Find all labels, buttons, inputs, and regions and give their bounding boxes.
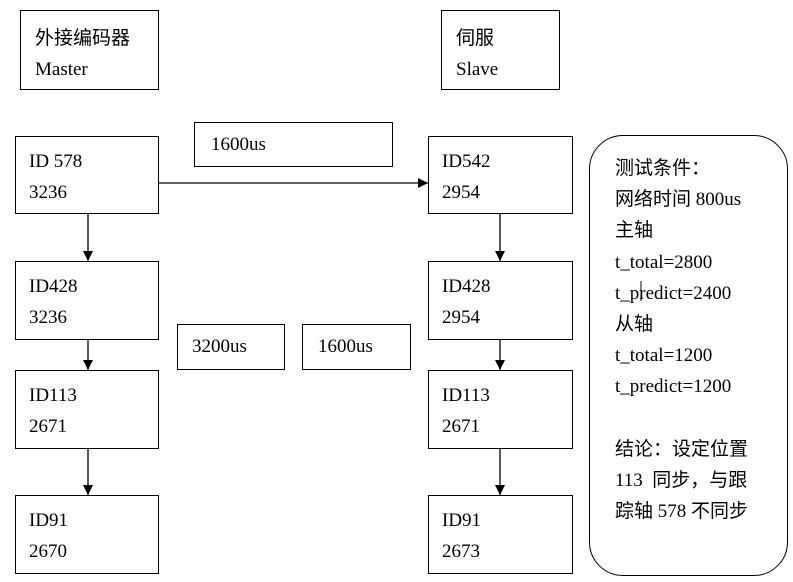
notes-line-2: 网络时间 800us (615, 189, 742, 211)
conclusion-line-2: 113 同步，与跟 (615, 470, 748, 492)
master-node-4-value: 2670 (29, 541, 67, 562)
slave-node-3-id: ID113 (442, 385, 490, 406)
notes-line-7: t_total=1200 (615, 345, 713, 367)
notes-line-5: t_predict=2400 (615, 282, 732, 304)
slave-node-3: ID113 2671 (428, 370, 573, 449)
master-node-3-id: ID113 (29, 385, 77, 406)
delay-middle-right-label: 1600us (318, 336, 373, 357)
notes-line-3: 主轴 (615, 220, 654, 242)
notes-panel: 测试条件： 网络时间 800us 主轴 t_total=2800 t_predi… (589, 135, 788, 576)
master-node-2-id: ID428 (29, 276, 78, 297)
master-header-box: 外接编码器 Master (20, 10, 159, 90)
delay-top: 1600us (194, 122, 393, 167)
delay-top-label: 1600us (211, 134, 266, 155)
notes-line-1: 测试条件： (615, 158, 711, 179)
notes-line-8: t_predict=1200 (615, 376, 732, 398)
master-node-3-value: 2671 (29, 416, 67, 437)
delay-middle-left: 3200us (177, 324, 285, 370)
notes-line-4: t_total=2800 (615, 251, 713, 273)
master-node-2-value: 3236 (29, 307, 67, 328)
delay-middle-right: 1600us (302, 324, 411, 370)
notes-line-6: 从轴 (615, 314, 654, 336)
slave-node-2: ID428 2954 (428, 261, 573, 340)
master-node-1-value: 3236 (29, 182, 67, 203)
delay-middle-left-label: 3200us (192, 336, 247, 357)
master-node-4: ID91 2670 (15, 495, 159, 574)
slave-node-1: ID542 2954 (428, 136, 573, 214)
conclusion-line-1: 结论：设定位置 (615, 438, 749, 460)
master-header-subtitle: Master (35, 59, 88, 80)
master-node-3: ID113 2671 (15, 370, 159, 449)
master-node-2: ID428 3236 (15, 261, 159, 340)
slave-node-4-id: ID91 (442, 510, 482, 531)
master-node-1-id: ID 578 (29, 151, 83, 172)
slave-header-title: 伺服 (456, 28, 495, 49)
slave-node-4: ID91 2673 (428, 495, 573, 574)
master-header-title: 外接编码器 (35, 28, 131, 49)
master-node-4-id: ID91 (29, 510, 69, 531)
slave-header-subtitle: Slave (456, 59, 499, 80)
slave-node-1-value: 2954 (442, 182, 480, 203)
slave-node-2-value: 2954 (442, 307, 480, 328)
slave-node-2-id: ID428 (442, 276, 491, 297)
conclusion-line-3: 踪轴 578 不同步 (615, 501, 749, 523)
slave-header-box: 伺服 Slave (441, 10, 560, 90)
master-node-1: ID 578 3236 (15, 136, 159, 214)
slave-node-4-value: 2673 (442, 541, 480, 562)
slave-node-3-value: 2671 (442, 416, 480, 437)
slave-node-1-id: ID542 (442, 151, 491, 172)
